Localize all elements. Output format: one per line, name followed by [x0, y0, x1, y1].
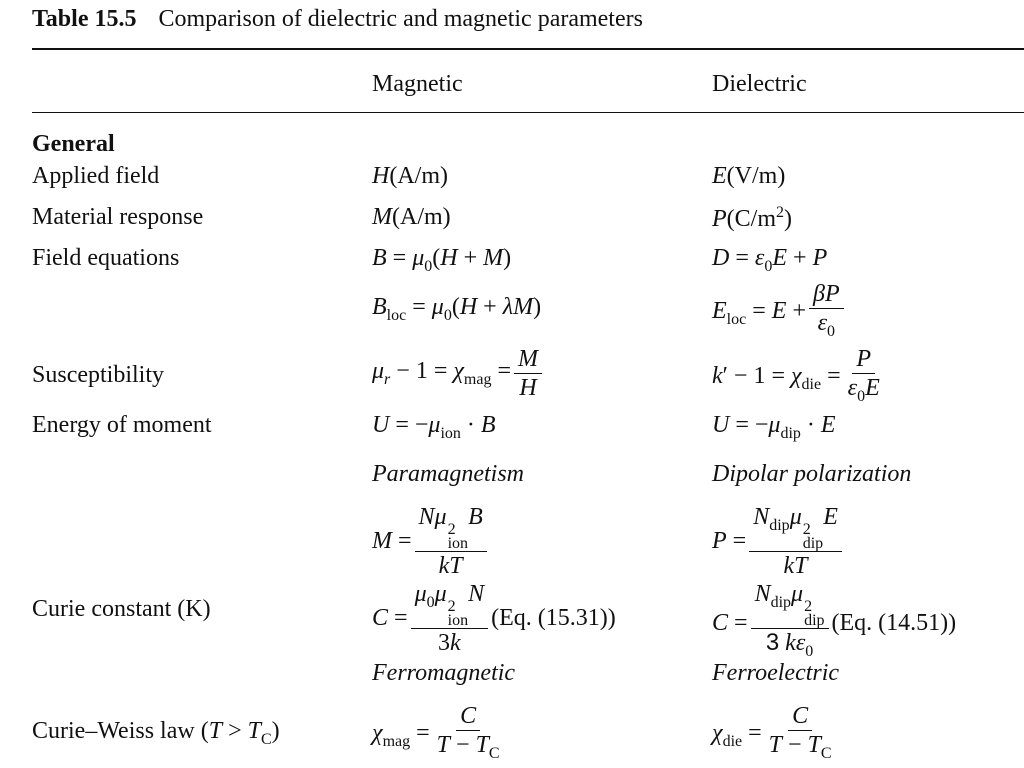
row-label-material-response: Material response: [32, 204, 204, 230]
header-rule: [32, 112, 1024, 113]
dielectric-applied-field: E(V/m): [712, 163, 786, 189]
curie-weiss-label-text: Curie–Weiss law: [32, 718, 195, 744]
subheading-ferroelectric: Ferroelectric: [712, 660, 840, 686]
magnetic-equation-reference: (Eq. (15.31)): [491, 605, 616, 631]
table-title: Comparison of dielectric and magnetic pa…: [158, 6, 643, 32]
dielectric-equation-reference: (Eq. (14.51)): [831, 609, 957, 636]
column-header-magnetic: Magnetic: [372, 71, 463, 97]
magnetic-local-field-equation: Bloc = μ0(H + λM): [372, 294, 542, 324]
magnetic-energy-equation: U = −μion · B: [372, 412, 496, 442]
magnetic-applied-field: H(A/m): [372, 163, 448, 189]
table-caption: Table 15.5 Comparison of dielectric and m…: [32, 6, 643, 33]
row-label-applied-field: Applied field: [32, 163, 160, 189]
dielectric-energy-equation: U = −μdip · E: [712, 412, 836, 442]
top-rule: [32, 48, 1024, 50]
row-label-curie-constant: Curie constant (K): [32, 596, 211, 622]
subheading-ferromagnetic: Ferromagnetic: [372, 660, 516, 686]
column-header-dielectric: Dielectric: [712, 71, 807, 97]
section-heading-general: General: [32, 131, 115, 157]
row-label-energy-of-moment: Energy of moment: [32, 412, 212, 438]
table-number: Table 15.5: [32, 6, 137, 32]
dielectric-field-equation: D = ε0E + P: [712, 245, 828, 275]
row-label-susceptibility: Susceptibility: [32, 362, 164, 388]
dielectric-material-response: P(C/m2): [712, 204, 793, 232]
magnetic-material-response: M(A/m): [372, 204, 451, 230]
magnetic-field-equation: B = μ0(H + M): [372, 245, 512, 275]
subheading-dipolar-polarization: Dipolar polarization: [712, 461, 912, 487]
row-label-field-equations: Field equations: [32, 245, 180, 271]
row-label-curie-weiss-law: Curie–Weiss law (T > TC): [32, 718, 280, 748]
subheading-paramagnetism: Paramagnetism: [372, 461, 524, 487]
